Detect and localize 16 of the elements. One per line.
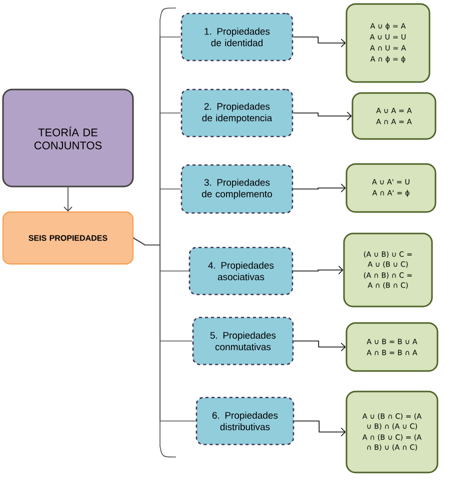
property-box: 6. Propiedades distributivas bbox=[196, 396, 294, 446]
arrow bbox=[294, 420, 346, 436]
arrow bbox=[292, 112, 352, 120]
property-box: 5. Propiedades conmutativas bbox=[192, 316, 294, 366]
arrow bbox=[292, 266, 344, 274]
arrow bbox=[64, 186, 72, 212]
arrow bbox=[292, 36, 346, 48]
arrow bbox=[293, 340, 346, 352]
property-box: 4. Propiedades asociativas bbox=[188, 246, 294, 296]
property-box: 1. Propiedades de identidad bbox=[180, 12, 294, 62]
brace-line bbox=[133, 238, 196, 422]
category-box: SEIS PROPIEDADES bbox=[2, 212, 134, 264]
concept-box: TEORÍA DE CONJUNTOS bbox=[2, 88, 134, 188]
property-box: 2. Propiedades de idempotencia bbox=[180, 88, 294, 138]
property-box: 3. Propiedades de complemento bbox=[180, 164, 294, 214]
arrow bbox=[292, 184, 346, 192]
